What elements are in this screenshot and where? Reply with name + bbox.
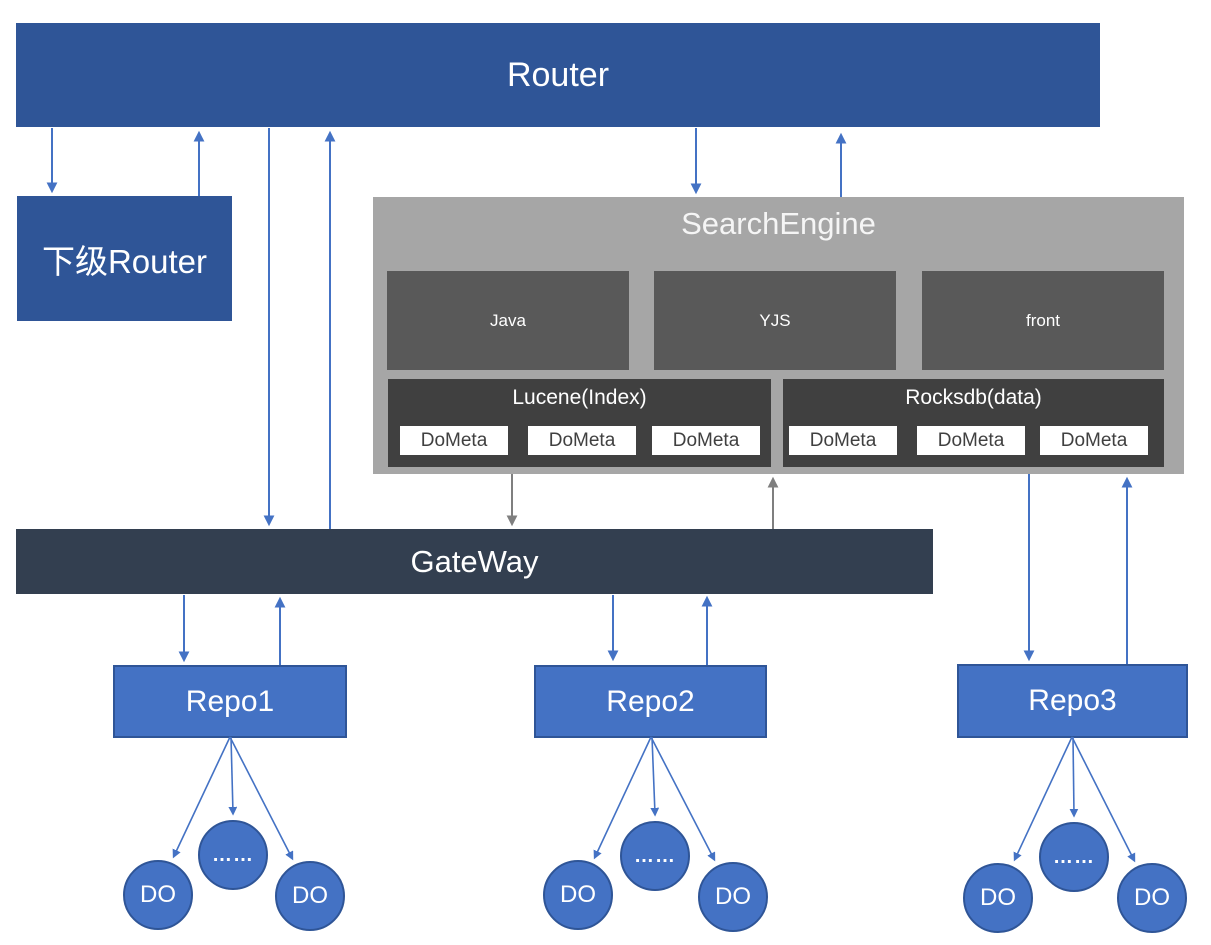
- do-label: DO: [292, 882, 328, 909]
- dometa-chip: DoMeta: [400, 426, 508, 455]
- do-circle: DO: [275, 861, 345, 931]
- dometa-chip: DoMeta: [789, 426, 897, 455]
- front-node: front: [922, 271, 1164, 370]
- java-node: Java: [387, 271, 629, 370]
- sub-router-label: 下级Router: [41, 242, 208, 280]
- repo3-node: Repo3: [957, 664, 1188, 738]
- gateway-node: GateWay: [16, 529, 933, 594]
- do-label: DO: [140, 881, 176, 908]
- lucene-title: Lucene(Index): [512, 386, 647, 409]
- ellipsis-circle: ……: [1039, 822, 1109, 892]
- router-label: Router: [506, 55, 610, 94]
- do-circle: DO: [963, 863, 1033, 933]
- ellipsis-circle: ……: [198, 820, 268, 890]
- do-label: DO: [715, 883, 751, 910]
- gateway-label: GateWay: [410, 543, 539, 579]
- do-label: DO: [560, 881, 596, 908]
- do-label: DO: [980, 884, 1016, 911]
- router-node: Router: [16, 23, 1100, 127]
- lucene-index-node: Lucene(Index) DoMeta DoMeta DoMeta: [388, 379, 771, 467]
- search-engine-container: SearchEngine Java YJS front Lucene(Index…: [373, 197, 1184, 474]
- repo2-node: Repo2: [534, 665, 767, 738]
- repo3-label: Repo3: [1028, 684, 1117, 717]
- do-circle: DO: [698, 862, 768, 932]
- front-label: front: [1025, 310, 1061, 330]
- repo1-node: Repo1: [113, 665, 347, 738]
- dometa-chip: DoMeta: [528, 426, 636, 455]
- ellipsis-circle: ……: [620, 821, 690, 891]
- java-label: Java: [490, 310, 526, 330]
- do-circle: DO: [543, 860, 613, 930]
- ellipsis-label: ……: [212, 843, 254, 866]
- search-engine-title: SearchEngine: [681, 206, 876, 241]
- rocksdb-data-node: Rocksdb(data) DoMeta DoMeta DoMeta: [783, 379, 1164, 467]
- sub-router-node: 下级Router: [17, 196, 232, 321]
- yjs-node: YJS: [654, 271, 896, 370]
- dometa-chip: DoMeta: [652, 426, 760, 455]
- do-circle: DO: [123, 860, 193, 930]
- ellipsis-label: ……: [1053, 845, 1095, 868]
- repo2-label: Repo2: [606, 684, 695, 718]
- dometa-chip: DoMeta: [917, 426, 1025, 455]
- dometa-chip: DoMeta: [1040, 426, 1148, 455]
- yjs-label: YJS: [759, 310, 791, 330]
- repo1-label: Repo1: [185, 684, 275, 718]
- rocksdb-title: Rocksdb(data): [905, 386, 1042, 409]
- ellipsis-label: ……: [634, 844, 676, 867]
- do-label: DO: [1134, 884, 1170, 911]
- do-circle: DO: [1117, 863, 1187, 933]
